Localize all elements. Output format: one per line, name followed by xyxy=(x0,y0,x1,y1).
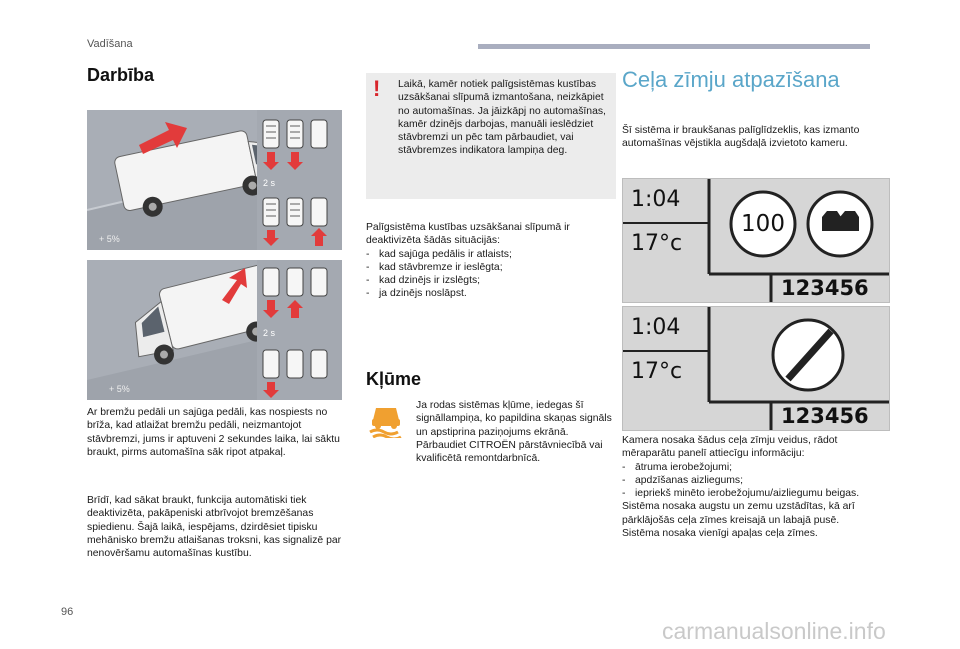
section-label: Vadīšana xyxy=(87,38,133,50)
time-label: 2 s xyxy=(263,328,276,338)
clock-display: 1:04 xyxy=(631,187,681,212)
slope-label: + 5% xyxy=(99,234,120,244)
list-item: iepriekš minēto ierobežojumu/aizliegumu … xyxy=(622,487,888,501)
hill-start-illustration-1: + 5% 2 s xyxy=(86,110,342,250)
list-item: apdzīšanas aizliegums; xyxy=(622,474,888,488)
sign-recognition-intro: Šī sistēma ir braukšanas palīglīdzeklis,… xyxy=(622,125,860,150)
deactivation-list: kad sajūga pedālis ir atlaists; kad stāv… xyxy=(366,248,616,301)
operation-paragraph-1: Ar bremžu pedāli un sajūga pedāli, kas n… xyxy=(87,407,340,458)
section-title-operation: Darbība xyxy=(87,65,155,85)
list-item: ātruma ierobežojumi; xyxy=(622,461,888,475)
list-item: kad stāvbremze ir ieslēgta; xyxy=(366,261,616,275)
warning-icon: ! xyxy=(373,76,381,101)
section-title-fault: Kļūme xyxy=(366,369,422,389)
round-signs-text: Sistēma nosaka vienīgi apaļas ceļa zīmes… xyxy=(622,528,818,540)
sign-types-intro: Kamera nosaka šādus ceļa zīmju veidus, r… xyxy=(622,435,838,460)
sign-types-block: Kamera nosaka šādus ceļa zīmju veidus, r… xyxy=(622,434,888,540)
slope-label: + 5% xyxy=(109,384,130,394)
odometer-display: 123456 xyxy=(781,276,869,300)
watermark: carmanualsonline.info xyxy=(662,618,886,644)
list-item: kad dzinējs ir izslēgts; xyxy=(366,274,616,288)
deactivation-block: Palīgsistēma kustības uzsākšanai slīpumā… xyxy=(366,221,616,301)
time-label: 2 s xyxy=(263,178,276,188)
deactivation-intro: Palīgsistēma kustības uzsākšanai slīpumā… xyxy=(366,222,570,247)
warning-text: Laikā, kamēr notiek palīgsistēmas kustīb… xyxy=(398,79,606,157)
hill-start-illustration-2: + 5% 2 s xyxy=(87,260,342,400)
temperature-display: 17°c xyxy=(631,231,683,256)
warning-box xyxy=(366,73,616,199)
hill-start-figure-1: + 5% 2 s xyxy=(86,110,342,250)
list-item: kad sajūga pedālis ir atlaists; xyxy=(366,248,616,262)
section-title-sign-recognition: Ceļa zīmju atpazīšana xyxy=(622,67,840,92)
speed-limit-sign: 100 xyxy=(741,211,785,237)
cluster-display-end-of-restriction: 1:04 17°c 123456 xyxy=(622,306,890,431)
clock-display: 1:04 xyxy=(631,315,681,340)
page-number: 96 xyxy=(61,606,74,618)
temperature-display: 17°c xyxy=(631,359,683,384)
list-item: ja dzinējs noslāpst. xyxy=(366,287,616,301)
sign-types-list: ātruma ierobežojumi; apdzīšanas aizliegu… xyxy=(622,461,888,501)
odometer-display: 123456 xyxy=(781,404,869,428)
cluster-display-speed-limit: 1:04 17°c 100 123456 xyxy=(622,178,890,303)
operation-paragraph-2: Brīdī, kad sākat braukt, funkcija automā… xyxy=(87,495,342,560)
fault-text: Ja rodas sistēmas kļūme, iedegas šī sign… xyxy=(416,400,612,465)
hill-start-figure-2: + 5% 2 s xyxy=(87,260,342,400)
header-bar xyxy=(478,44,870,49)
sign-position-text: Sistēma nosaka augstu un zemu uzstādītas… xyxy=(622,501,855,526)
hill-assist-fault-icon xyxy=(368,402,404,441)
